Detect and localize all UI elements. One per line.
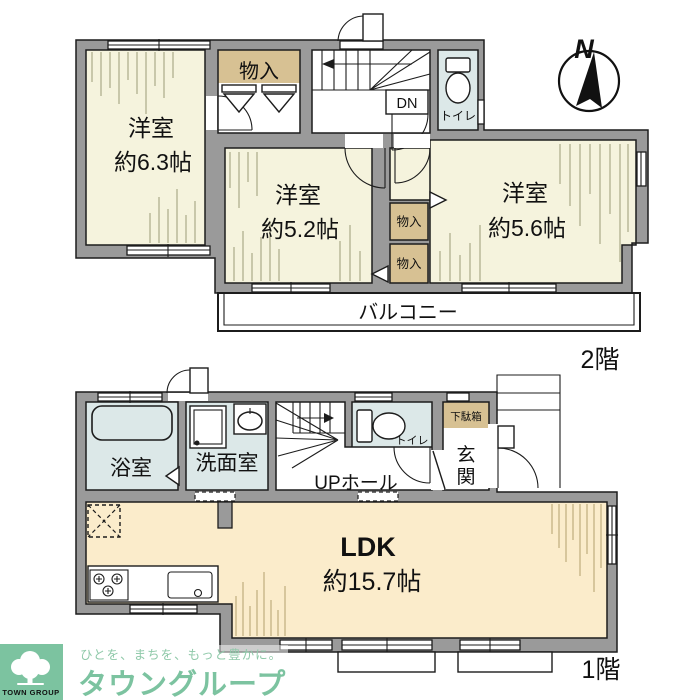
balcony-label: バルコニー xyxy=(358,302,458,324)
ldk-size-label: 約15.7帖 xyxy=(323,568,422,596)
brand-tagline: ひとを、まちを、もっと豊かに。 xyxy=(80,648,282,662)
door xyxy=(166,367,209,401)
brand-company-name: タウングループ xyxy=(78,668,286,700)
closet-folding-door-icon xyxy=(221,84,297,114)
wall-stub xyxy=(217,501,233,529)
window xyxy=(606,505,618,565)
closet-mid-upper xyxy=(390,203,428,240)
closet-door-icon xyxy=(370,264,389,284)
kitchen-counter xyxy=(87,565,219,603)
window xyxy=(107,39,211,51)
brand-footer: TOWN GROUP ひとを、まちを、もっと豊かに。 タウングループ xyxy=(0,644,288,700)
floor2-plan: N 洋室 約6.3帖 洋室 約5.2帖 洋室 約5.6帖 物入 物入 物入 トイ… xyxy=(75,13,649,374)
window xyxy=(446,392,470,402)
toilet-icon xyxy=(445,57,471,104)
hatch-lines xyxy=(229,152,361,281)
room-bedroom-5_2 xyxy=(225,148,372,283)
staircase-1f xyxy=(275,402,345,469)
room-label-bedroom3: 洋室 xyxy=(502,180,548,206)
hatch-lines xyxy=(235,504,602,636)
door xyxy=(431,450,446,490)
room-bedroom-5_6 xyxy=(390,140,636,283)
window xyxy=(354,392,393,402)
sliding-door-icon xyxy=(357,491,399,502)
terrace-step xyxy=(457,651,553,673)
hatch-lines xyxy=(91,52,196,243)
ldk-label: LDK xyxy=(340,532,396,562)
floor2-label: 2階 xyxy=(581,346,620,374)
entrance-label: 玄 xyxy=(456,444,475,466)
washroom-label: 洗面室 xyxy=(196,452,259,475)
closet-top xyxy=(218,50,300,83)
closet-top-label: 物入 xyxy=(239,60,279,83)
washing-machine-icon xyxy=(189,405,227,449)
toilet-2f-label: トイレ xyxy=(440,109,476,123)
shoe-cabinet xyxy=(443,402,489,428)
window xyxy=(477,99,485,125)
toilet-icon xyxy=(356,409,406,443)
window xyxy=(126,244,211,257)
stairs-down-door xyxy=(385,89,429,151)
closet-door-icon xyxy=(429,190,448,210)
door xyxy=(344,134,386,189)
window xyxy=(459,638,521,652)
floor1-plan: 浴室 洗面室 UPホール トイレ 下駄箱 玄 関 LDK 約15.7帖 1階 xyxy=(75,367,621,684)
tree-icon xyxy=(11,651,50,685)
bath-room xyxy=(86,402,178,490)
terrace-step xyxy=(337,651,436,673)
bath-door-icon xyxy=(164,465,180,487)
toilet-1f-label: トイレ xyxy=(396,435,429,447)
room-label-bedroom2: 洋室 xyxy=(275,182,321,208)
floor1-label: 1階 xyxy=(582,656,621,684)
sliding-door-icon xyxy=(194,491,236,502)
staircase-2f xyxy=(312,49,431,91)
entrance-label: 関 xyxy=(456,467,475,488)
stove-icon xyxy=(89,569,129,601)
shoe-cabinet-label: 下駄箱 xyxy=(450,410,482,423)
entrance-porch xyxy=(488,374,561,489)
room-label-bedroom1: 洋室 xyxy=(128,115,174,141)
door xyxy=(394,134,431,184)
room-size-bedroom1: 約6.3帖 xyxy=(114,149,192,175)
bath-label: 浴室 xyxy=(110,457,152,480)
stair-arrow-icon xyxy=(322,59,334,69)
bathtub-icon xyxy=(91,405,173,441)
window xyxy=(97,391,163,403)
room-size-bedroom3: 約5.6帖 xyxy=(488,215,566,241)
closet-mid-upper-label: 物入 xyxy=(396,215,422,229)
window xyxy=(341,638,433,652)
hatch-lines xyxy=(439,144,629,281)
room-size-bedroom2: 約5.2帖 xyxy=(261,216,339,242)
stair-arrow-icon xyxy=(324,413,334,423)
up-hall-label: UPホール xyxy=(314,473,397,494)
entrance-door-gap xyxy=(488,424,498,488)
window xyxy=(636,151,647,187)
closet-mid-lower-label: 物入 xyxy=(396,257,422,271)
balcony xyxy=(217,292,641,332)
window xyxy=(129,603,198,615)
sink-icon xyxy=(233,403,267,435)
compass-icon: N xyxy=(557,34,621,113)
logo-text: TOWN GROUP xyxy=(2,688,59,697)
refrigerator-space-icon xyxy=(87,504,121,538)
town-group-logo: TOWN GROUP xyxy=(0,644,63,700)
dn-label: DN xyxy=(397,96,418,112)
entrance-door-leaf xyxy=(497,425,515,449)
door xyxy=(393,446,431,484)
closet-mid-lower xyxy=(390,244,428,283)
compass-north-label: N xyxy=(574,34,594,64)
door xyxy=(337,13,384,50)
kitchen-sink-icon xyxy=(167,571,213,599)
tagline-backdrop xyxy=(76,645,288,661)
entrance-door-arc xyxy=(497,447,539,489)
